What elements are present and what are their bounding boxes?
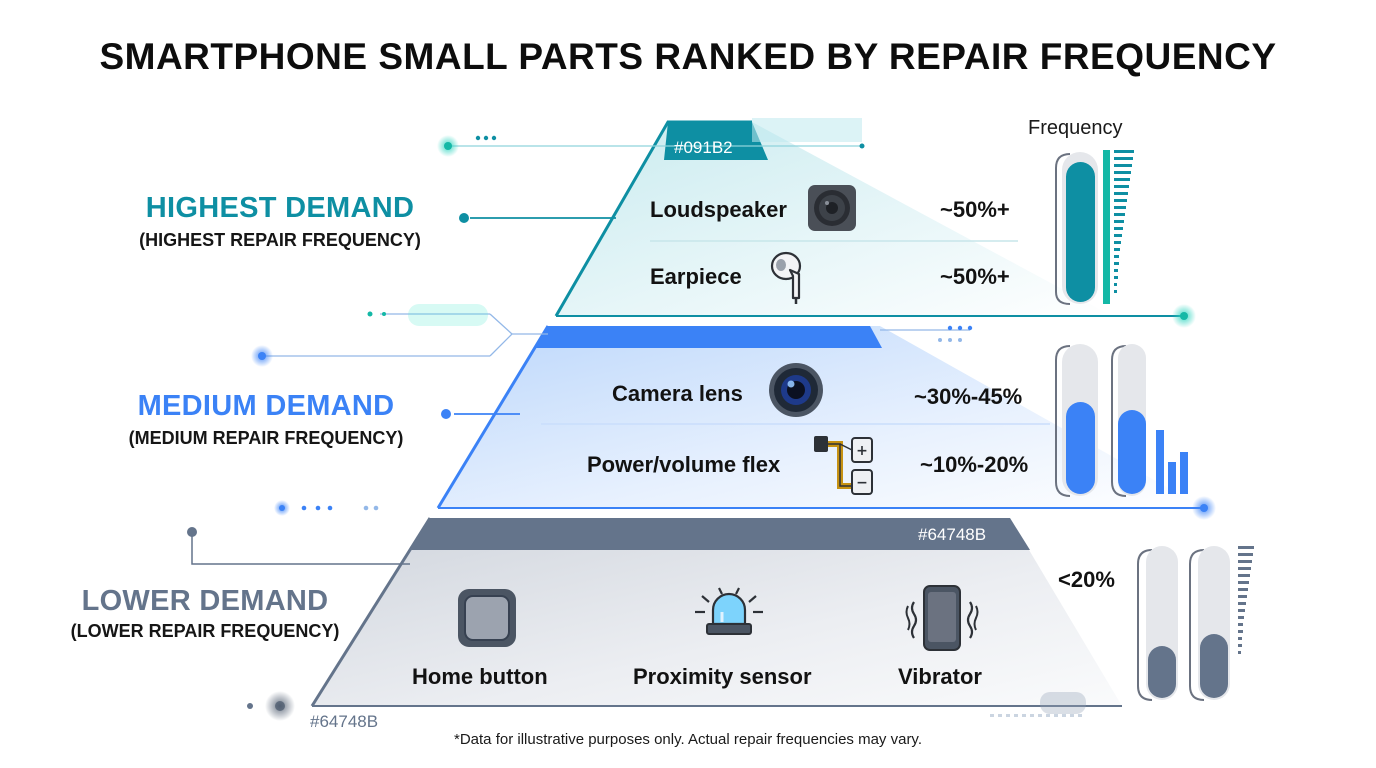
proximity-sensor-icon <box>695 587 763 635</box>
tier-medium-title: MEDIUM DEMAND <box>137 390 395 422</box>
speaker-icon <box>808 185 856 231</box>
frequency-gauges <box>990 150 1254 717</box>
svg-text:+: + <box>856 443 868 459</box>
tier-highest-color-tag <box>664 122 768 160</box>
lower-gauge-fill-a <box>1148 646 1176 698</box>
tier-highest-title: HIGHEST DEMAND <box>145 192 415 224</box>
item-loudspeaker-label: Loudspeaker <box>650 197 787 222</box>
item-earpiece-value: ~50%+ <box>940 264 1010 289</box>
tier-lower-color-tag-bottom: #64748B <box>310 712 379 731</box>
item-camera-lens-value: ~30%-45% <box>914 384 1023 409</box>
item-proximity-sensor-label: Proximity sensor <box>633 664 812 689</box>
flex-cable-icon: + − <box>814 436 873 495</box>
item-camera-lens-label: Camera lens <box>612 381 743 406</box>
item-vibrator-label: Vibrator <box>898 664 982 689</box>
camera-lens-icon <box>769 363 823 417</box>
lower-gauge-fill-b <box>1200 634 1228 698</box>
highest-gauge-fill <box>1066 162 1095 302</box>
tier-highest-subtitle: (HIGHEST REPAIR FREQUENCY) <box>139 230 421 250</box>
lower-frequency-gauge <box>1137 546 1254 701</box>
item-power-volume-flex-label: Power/volume flex <box>587 452 781 477</box>
vibrating-phone-icon <box>905 585 979 651</box>
tier-lower-color-tag <box>410 518 1030 550</box>
item-home-button-label: Home button <box>412 664 548 689</box>
tier-lower-value: <20% <box>1058 567 1115 592</box>
tier-highest-color-tag-label: #091B2 <box>674 138 733 157</box>
tier-medium <box>251 304 1216 520</box>
item-power-volume-flex-value: ~10%-20% <box>920 452 1029 477</box>
tier-medium-subtitle: (MEDIUM REPAIR FREQUENCY) <box>128 428 404 448</box>
highest-frequency-gauge <box>1055 150 1134 305</box>
frequency-header: Frequency <box>1028 117 1123 139</box>
tier-lower-color-tag-label: #64748B <box>918 525 987 544</box>
earbud-icon <box>770 251 802 304</box>
tier-medium-color-tag <box>536 326 882 348</box>
svg-text:−: − <box>856 475 868 491</box>
page-title: SMARTPHONE SMALL PARTS RANKED BY REPAIR … <box>99 36 1277 77</box>
tier-lower <box>187 517 1122 721</box>
item-earpiece-label: Earpiece <box>650 264 742 289</box>
tier-lower-title: LOWER DEMAND <box>81 585 329 617</box>
home-button-icon <box>458 589 516 647</box>
tier-lower-subtitle: (LOWER REPAIR FREQUENCY) <box>70 621 340 641</box>
tier-medium-band <box>438 326 1204 508</box>
medium-gauge-fill-b <box>1118 410 1146 494</box>
footnote: *Data for illustrative purposes only. Ac… <box>454 731 922 748</box>
item-loudspeaker-value: ~50%+ <box>940 197 1010 222</box>
medium-frequency-gauge <box>1055 344 1188 497</box>
medium-gauge-fill-a <box>1066 402 1095 494</box>
